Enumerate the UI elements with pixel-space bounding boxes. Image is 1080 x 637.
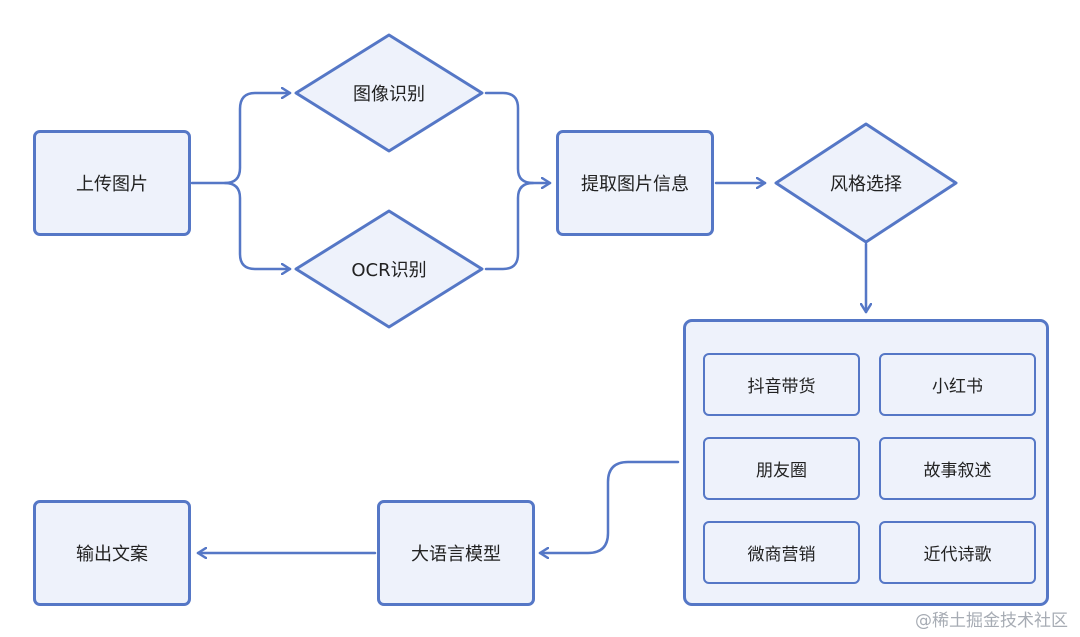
- style-option-label: 近代诗歌: [923, 545, 992, 565]
- llm-label: 大语言模型: [411, 544, 501, 565]
- extract-info-node: 提取图片信息: [556, 130, 714, 236]
- llm-node: 大语言模型: [377, 500, 535, 606]
- style-option-label: 故事叙述: [923, 461, 992, 481]
- style-option: 故事叙述: [879, 437, 1036, 500]
- output-copy-label: 输出文案: [76, 544, 148, 565]
- style-option: 微商营销: [703, 521, 860, 584]
- ocr-recognition-diamond: [294, 209, 484, 329]
- upload-image-label: 上传图片: [76, 174, 148, 195]
- style-option: 抖音带货: [703, 353, 860, 416]
- style-option-label: 微商营销: [747, 545, 816, 565]
- style-option: 小红书: [879, 353, 1036, 416]
- style-option-label: 抖音带货: [747, 377, 816, 397]
- edge-upload-to-ocr: [223, 181, 292, 269]
- image-recognition-label: 图像识别: [353, 84, 425, 105]
- watermark: @稀土掘金技术社区: [915, 611, 1068, 631]
- output-copy-node: 输出文案: [33, 500, 191, 606]
- edge-upload-to-image-recognition: [190, 93, 292, 185]
- style-option-label: 小红书: [932, 377, 983, 397]
- style-option-label: 朋友圈: [756, 461, 807, 481]
- ocr-recognition-label: OCR识别: [351, 260, 427, 281]
- image-recognition-diamond: [294, 33, 484, 153]
- edge-ocr-to-extract: [484, 181, 535, 271]
- edge-image-recognition-to-extract: [484, 91, 552, 183]
- extract-info-label: 提取图片信息: [581, 174, 689, 195]
- style-option: 近代诗歌: [879, 521, 1036, 584]
- upload-image-node: 上传图片: [33, 130, 191, 236]
- style-option: 朋友圈: [703, 437, 860, 500]
- style-select-label: 风格选择: [830, 174, 902, 195]
- edge-container-to-llm: [538, 460, 680, 553]
- style-select-diamond: [774, 122, 958, 244]
